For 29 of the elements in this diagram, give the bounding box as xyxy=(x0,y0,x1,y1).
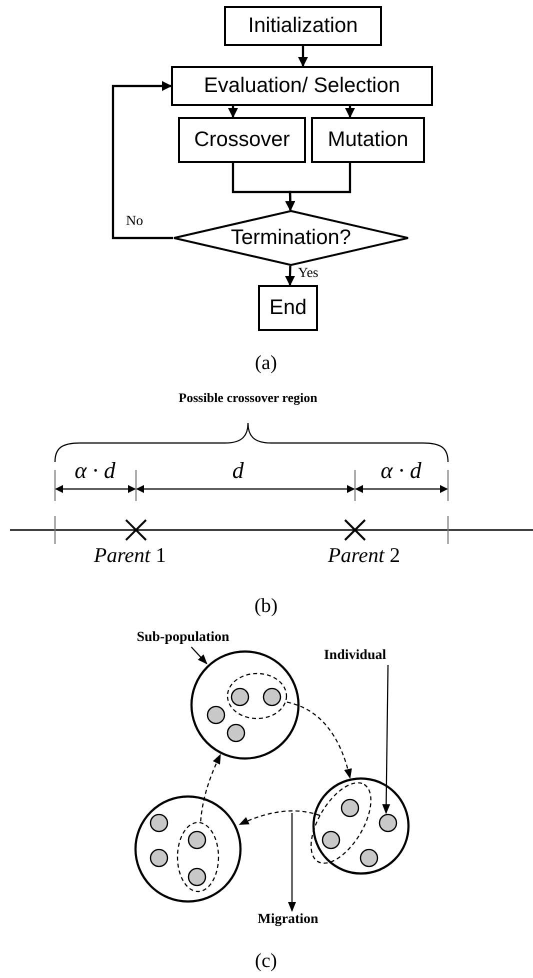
process-box: Initialization xyxy=(224,6,382,46)
panel-label: (a) xyxy=(254,352,278,375)
dashed-arrow xyxy=(238,810,320,826)
arrow xyxy=(345,106,355,118)
process-box: Evaluation/ Selection xyxy=(171,66,433,106)
math-label: d xyxy=(232,458,244,484)
math-label: α · d xyxy=(74,458,116,484)
process-box: Mutation xyxy=(311,117,425,163)
axis-label: Parent 1 xyxy=(94,543,166,568)
dashed-arrow xyxy=(200,754,221,822)
annotation-text: Possible crossover region xyxy=(178,390,318,406)
axis-label: Parent 2 xyxy=(328,543,400,568)
process-box: Crossover xyxy=(178,117,306,163)
arrow xyxy=(228,106,238,118)
callout-label: Sub-population xyxy=(128,629,238,647)
panel-label: (b) xyxy=(254,595,278,618)
leader-line xyxy=(190,646,208,664)
arrow xyxy=(298,46,308,67)
panel-label: (c) xyxy=(254,950,278,973)
terminal-box: End xyxy=(258,285,318,331)
arrow xyxy=(285,266,295,286)
arrow xyxy=(285,163,352,212)
math-label: α · d xyxy=(380,458,422,484)
decision-text: Termination? xyxy=(230,226,352,250)
callout-label: Individual xyxy=(312,647,398,665)
leader-line xyxy=(288,813,296,912)
leader-line xyxy=(382,665,390,814)
arrow xyxy=(112,81,173,240)
callout-label: Migration xyxy=(238,911,338,929)
